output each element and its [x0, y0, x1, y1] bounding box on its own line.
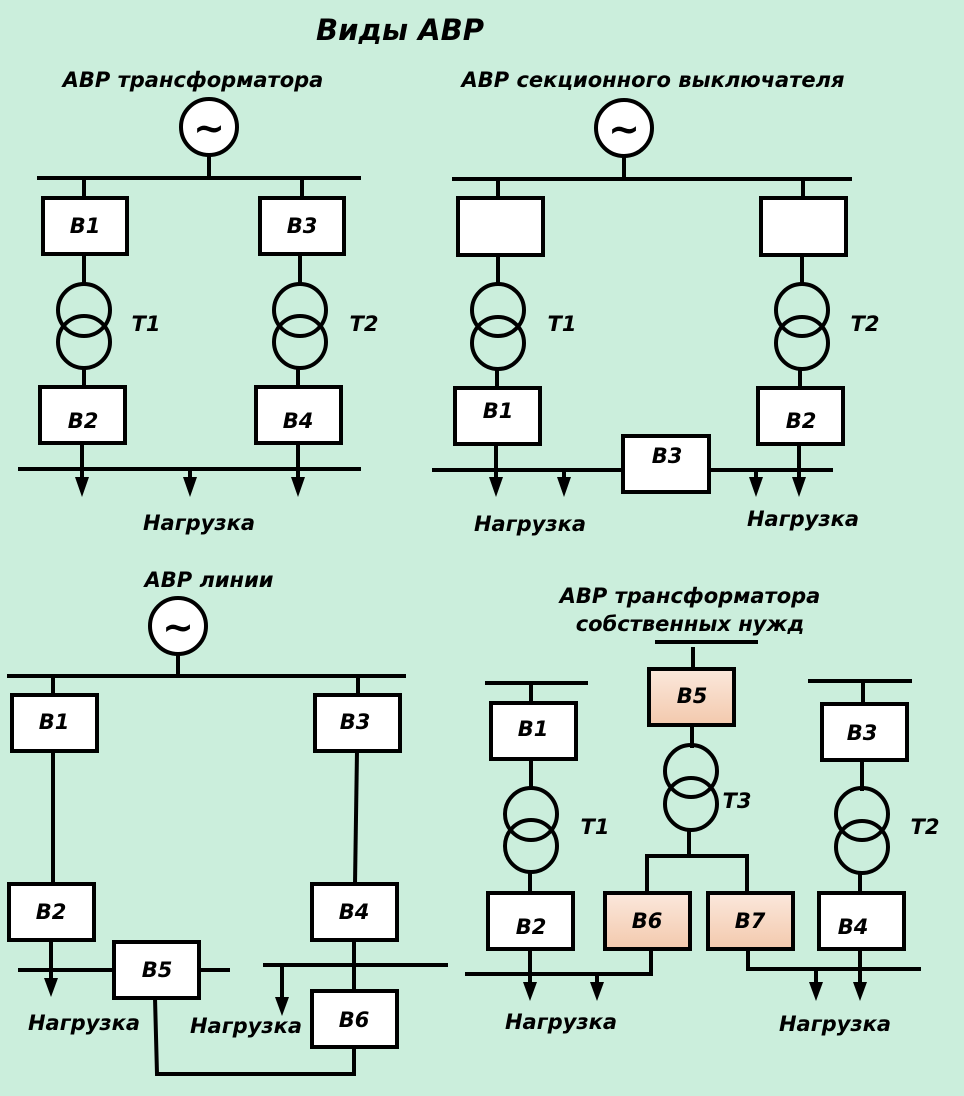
page-title: Виды АВР	[316, 13, 484, 47]
breaker-unlabeled[interactable]	[759, 196, 848, 257]
transformer-t2-icon	[774, 282, 830, 371]
breaker-b5[interactable]: В5	[112, 940, 201, 1000]
load-arrow-icon	[75, 477, 89, 497]
transformer-t1-icon	[470, 282, 526, 371]
load-arrow-icon	[749, 477, 763, 497]
transformer-label: Т3	[723, 789, 752, 813]
svg-text:В2: В2	[68, 409, 99, 433]
load-arrow-icon	[183, 477, 197, 497]
transformer-label: Т1	[132, 312, 161, 336]
breaker-b1[interactable]: В1	[41, 196, 129, 256]
load-label: Нагрузка	[28, 1011, 140, 1035]
breaker-b1[interactable]: В1	[10, 693, 99, 753]
transformer-label: Т1	[548, 312, 577, 336]
transformer-t1-icon	[503, 786, 559, 874]
load-label: Нагрузка	[505, 1010, 617, 1034]
breaker-b6-highlighted[interactable]: В6	[603, 891, 692, 951]
load-label: Нагрузка	[190, 1014, 302, 1038]
svg-text:В3: В3	[847, 721, 878, 745]
diagram-title: АВР линии	[143, 568, 274, 592]
svg-text:В2: В2	[786, 409, 817, 433]
breaker-b3[interactable]: В3	[820, 702, 909, 762]
load-arrow-icon	[792, 477, 806, 497]
diagram-title: АВР секционного выключателя	[460, 68, 845, 92]
svg-text:В6: В6	[339, 1008, 370, 1032]
generator-icon: ~	[179, 97, 239, 157]
breaker-b3[interactable]: В3	[258, 196, 346, 256]
svg-text:В1: В1	[483, 399, 514, 423]
load-arrow-icon	[523, 982, 537, 1001]
svg-text:В3: В3	[652, 444, 683, 468]
svg-text:В3: В3	[340, 710, 371, 734]
transformer-label: Т2	[911, 815, 940, 839]
diagram-title-line1: АВР трансформатора	[558, 584, 821, 608]
diagram-transformer-avr: АВР трансформатора ~ В1 В3 Т1 Т2	[18, 68, 379, 535]
svg-text:В4: В4	[283, 409, 314, 433]
breaker-b2[interactable]: В2	[756, 386, 845, 446]
transformer-t2-icon	[834, 786, 890, 875]
load-label: Нагрузка	[143, 511, 255, 535]
svg-text:В3: В3	[287, 214, 318, 238]
breaker-b3-sectional[interactable]: В3	[621, 434, 711, 494]
transformer-t1-icon	[56, 282, 112, 370]
diagram-title: АВР трансформатора	[61, 68, 324, 92]
transformer-label: Т1	[581, 815, 610, 839]
svg-text:В5: В5	[142, 958, 173, 982]
t3-split-bus	[645, 854, 749, 895]
breaker-b5-highlighted[interactable]: В5	[647, 667, 736, 727]
transformer-t3-icon	[663, 743, 719, 832]
load-busbar-right	[746, 947, 921, 971]
load-arrow-icon	[489, 477, 503, 497]
load-arrow-icon	[590, 982, 604, 1001]
diagram-line-avr: АВР линии ~ В1 В3 В2 В4	[7, 568, 448, 1076]
svg-text:В5: В5	[677, 684, 708, 708]
breaker-unlabeled[interactable]	[456, 196, 545, 257]
transformer-label: Т2	[350, 312, 379, 336]
breaker-b1[interactable]: В1	[489, 701, 578, 761]
load-arrow-icon	[291, 477, 305, 497]
breaker-b2[interactable]: В2	[38, 385, 127, 445]
load-arrow-icon	[275, 997, 289, 1016]
svg-text:~: ~	[162, 605, 194, 649]
svg-text:В1: В1	[518, 717, 549, 741]
svg-text:В2: В2	[516, 915, 547, 939]
diagram-section-switch-avr: АВР секционного выключателя ~ Т1 Т2 В1	[432, 68, 880, 536]
diagram-title-line2: собственных нужд	[576, 612, 805, 636]
line-conductor	[352, 748, 360, 887]
breaker-b4[interactable]: В4	[254, 385, 343, 445]
load-arrow-icon	[557, 477, 571, 497]
svg-text:В4: В4	[838, 915, 869, 939]
load-label: Нагрузка	[779, 1012, 891, 1036]
breaker-b3[interactable]: В3	[313, 693, 402, 753]
load-arrow-icon	[44, 978, 58, 997]
breaker-b4[interactable]: В4	[817, 891, 906, 951]
diagram-aux-transformer-avr: АВР трансформатора собственных нужд В5 В…	[465, 584, 940, 1036]
svg-text:~: ~	[193, 106, 225, 150]
generator-icon: ~	[148, 596, 208, 656]
load-label: Нагрузка	[474, 512, 586, 536]
svg-text:В7: В7	[735, 909, 766, 933]
load-busbar-left	[465, 947, 653, 976]
svg-text:В1: В1	[39, 710, 70, 734]
load-arrow-icon	[809, 982, 823, 1001]
generator-icon: ~	[594, 98, 654, 158]
svg-text:В2: В2	[36, 900, 67, 924]
load-arrow-icon	[853, 982, 867, 1001]
breaker-b1[interactable]: В1	[453, 386, 542, 446]
svg-text:~: ~	[608, 107, 640, 151]
breaker-b2[interactable]: В2	[7, 882, 96, 942]
transformer-label: Т2	[851, 312, 880, 336]
breaker-b2[interactable]: В2	[486, 891, 575, 951]
svg-text:В1: В1	[70, 214, 101, 238]
svg-text:В4: В4	[339, 900, 370, 924]
load-label: Нагрузка	[747, 507, 859, 531]
tie-line	[152, 995, 356, 1076]
breaker-b7-highlighted[interactable]: В7	[706, 891, 795, 951]
svg-text:В6: В6	[632, 909, 663, 933]
transformer-t2-icon	[272, 282, 328, 370]
breaker-b4[interactable]: В4	[310, 882, 399, 942]
breaker-b6[interactable]: В6	[310, 989, 399, 1049]
